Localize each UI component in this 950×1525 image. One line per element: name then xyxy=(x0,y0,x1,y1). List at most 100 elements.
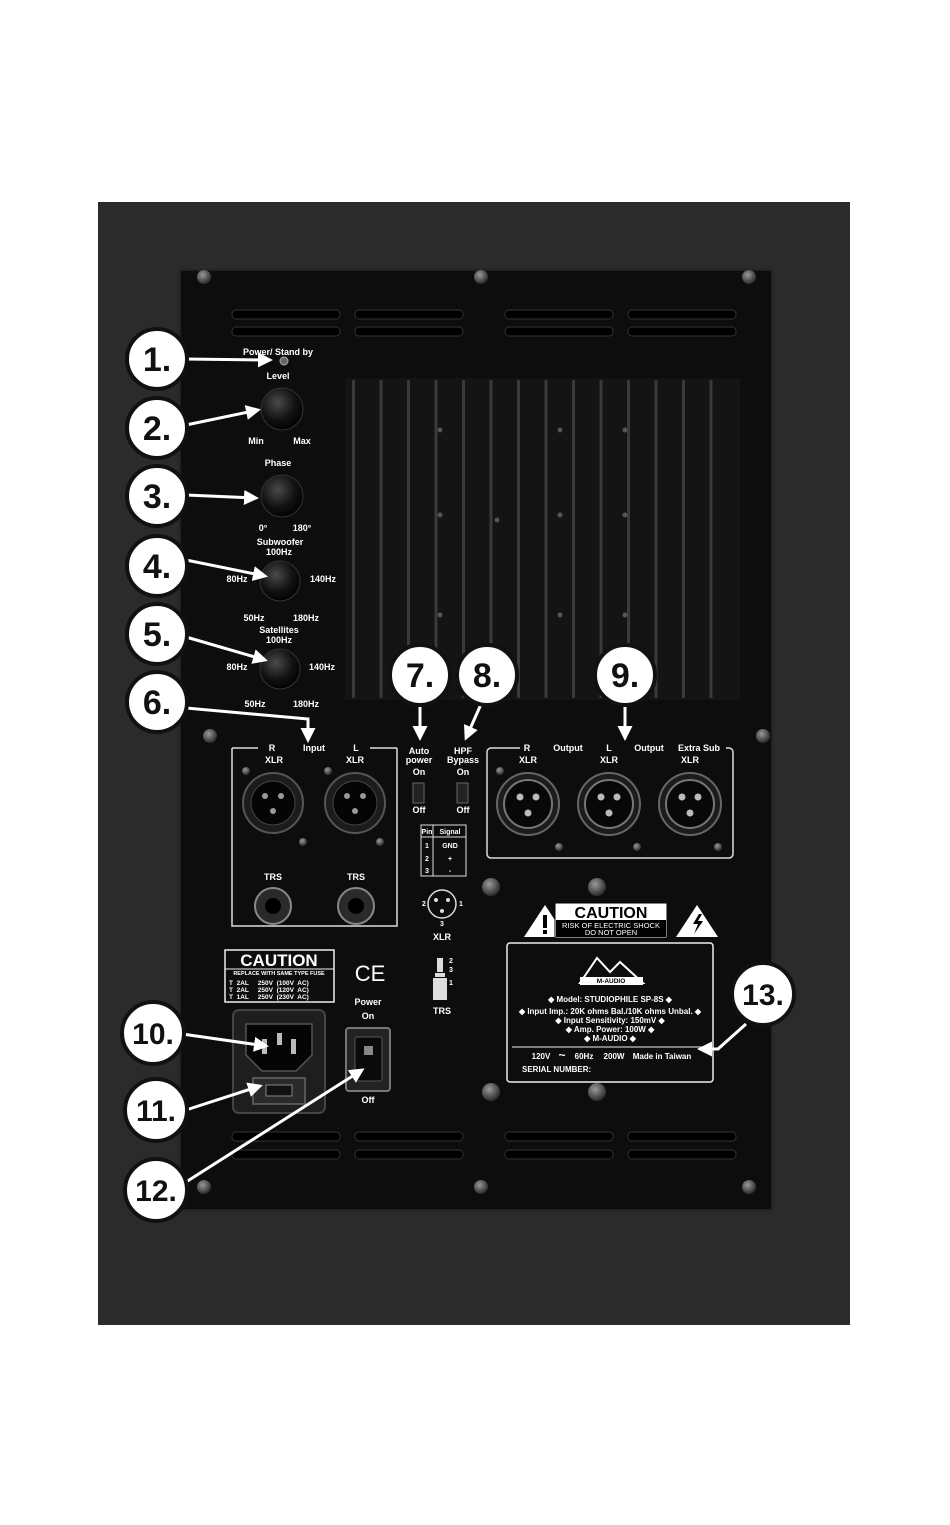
callout-5-label: 5. xyxy=(143,616,171,654)
screw xyxy=(203,729,217,743)
heatsink-fin xyxy=(572,380,575,698)
output-title-bg xyxy=(520,741,726,754)
level-label: Level xyxy=(266,371,289,381)
nameplate-model: ◆ Model: STUDIOPHILE SP-8S ◆ xyxy=(547,995,673,1004)
trs-pin-2: 2 xyxy=(449,958,453,965)
satellites-100hz-label: 100Hz xyxy=(266,635,293,645)
heatsink-fin xyxy=(709,380,713,698)
output-section: R Output L Output Extra Sub XLR XLR XLR xyxy=(486,741,734,859)
screw xyxy=(742,1180,756,1194)
heatsink-bolt xyxy=(557,612,563,618)
m-audio-logo: M-AUDIO xyxy=(578,956,646,985)
callout-12: 12. xyxy=(123,1157,189,1223)
input-xlr-r-jack[interactable] xyxy=(242,772,304,834)
subwoofer-180hz-label: 180Hz xyxy=(293,613,320,623)
output-xlr-r-jack[interactable] xyxy=(496,772,560,836)
subwoofer-100hz-label: 100Hz xyxy=(266,547,293,557)
nameplate-watts: 200W xyxy=(604,1052,625,1061)
auto-power-switch-group: Auto power On Off xyxy=(406,746,433,815)
pin-header: Pin xyxy=(422,829,433,836)
output-xlr-l-jack[interactable] xyxy=(577,772,641,836)
auto-power-switch[interactable] xyxy=(412,782,425,804)
output-r-label: R xyxy=(524,743,531,753)
vent-slot xyxy=(504,1131,614,1142)
phase-180-label: 180° xyxy=(293,523,312,533)
vent-slot xyxy=(231,326,341,337)
input-xlr-l-jack[interactable] xyxy=(324,772,386,834)
auto-power-on-label: On xyxy=(413,767,426,777)
xlr-pin-3: 3 xyxy=(440,921,444,928)
pin-row-2-signal: + xyxy=(448,856,452,863)
mount-screw xyxy=(299,838,307,846)
shock-caution-line-2: DO NOT OPEN xyxy=(585,928,637,937)
callout-7-label: 7. xyxy=(406,657,434,695)
vent-slot xyxy=(504,309,614,320)
satellites-80hz-label: 80Hz xyxy=(226,662,248,672)
power-rocker-switch[interactable] xyxy=(345,1027,391,1092)
pin-signal-table: Pin Signal 1 GND 2 + 3 - xyxy=(420,824,467,877)
output-l-label: L xyxy=(606,743,612,753)
callout-3: 3. xyxy=(125,464,189,528)
callout-1-label: 1. xyxy=(143,341,171,379)
input-xlr-l-label: XLR xyxy=(346,755,365,765)
output-title-2: Output xyxy=(634,743,664,753)
output-xlr-sub-jack[interactable] xyxy=(658,772,722,836)
nameplate-input-impedance: ◆ Input Imp.: 20K ohms Bal./10K ohms Unb… xyxy=(518,1007,702,1016)
satellites-label: Satellites xyxy=(259,625,299,635)
callout-3-label: 3. xyxy=(143,478,171,516)
nameplate-frequency: 60Hz xyxy=(575,1052,594,1061)
shock-caution-label: CAUTION RISK OF ELECTRIC SHOCK DO NOT OP… xyxy=(524,902,718,939)
nameplate-amp-power: ◆ Amp. Power: 100W ◆ xyxy=(565,1025,655,1034)
vent-slot xyxy=(627,1131,737,1142)
input-trs-l-label: TRS xyxy=(347,872,365,882)
callout-2: 2. xyxy=(125,396,189,460)
pin-row-1-signal: GND xyxy=(442,843,458,850)
callout-8: 8. xyxy=(455,643,519,707)
hpf-bypass-switch-group: HPF Bypass On Off xyxy=(447,746,479,815)
mount-screw xyxy=(714,843,722,851)
control-labels: Power/ Stand by Level xyxy=(243,347,313,381)
fuse-caution-title: CAUTION xyxy=(240,951,317,970)
xlr-pin-1: 1 xyxy=(459,901,463,908)
heatsink-bolt xyxy=(437,612,443,618)
pointer-1 xyxy=(183,352,273,368)
fuse-drawer[interactable] xyxy=(252,1077,306,1105)
input-trs-l-jack[interactable] xyxy=(337,887,375,925)
nameplate-brand: ◆ M-AUDIO ◆ xyxy=(583,1034,637,1043)
callout-13-label: 13. xyxy=(742,979,784,1012)
input-title-bg xyxy=(258,741,370,754)
input-r-label: R xyxy=(269,743,276,753)
heatsink-fin xyxy=(682,380,685,698)
level-knob[interactable] xyxy=(260,387,304,431)
hpf-on-label: On xyxy=(457,767,470,777)
callout-12-label: 12. xyxy=(135,1175,177,1208)
heatsink-fin xyxy=(489,380,493,698)
hpf-bypass-switch[interactable] xyxy=(456,782,469,804)
auto-power-label-2: power xyxy=(406,755,433,765)
input-trs-r-jack[interactable] xyxy=(254,887,292,925)
output-xlr-sub-label: XLR xyxy=(681,755,700,765)
callout-4-label: 4. xyxy=(143,548,171,586)
callout-9: 9. xyxy=(593,643,657,707)
phase-knob[interactable] xyxy=(260,474,304,518)
subwoofer-crossover-knob[interactable] xyxy=(259,560,301,602)
screw xyxy=(588,1083,606,1101)
input-l-label: L xyxy=(353,743,359,753)
pointer-6 xyxy=(185,706,316,743)
heatsink-bolt xyxy=(622,427,628,433)
pointer-10 xyxy=(181,1032,269,1052)
callout-6-label: 6. xyxy=(143,684,171,722)
satellites-140hz-label: 140Hz xyxy=(309,662,336,672)
heatsink-bolt xyxy=(494,517,500,523)
subwoofer-140hz-label: 140Hz xyxy=(310,574,337,584)
pointer-5 xyxy=(185,635,268,664)
phase-0-label: 0° xyxy=(259,523,268,533)
input-title: Input xyxy=(303,743,325,753)
satellites-crossover-knob[interactable] xyxy=(259,648,301,690)
callout-pointers xyxy=(181,352,747,1184)
satellites-180hz-label: 180Hz xyxy=(293,699,320,709)
callout-10: 10. xyxy=(120,1000,186,1066)
callout-6: 6. xyxy=(125,670,189,734)
heatsink-bolt xyxy=(557,512,563,518)
heatsink-fin xyxy=(599,380,603,698)
